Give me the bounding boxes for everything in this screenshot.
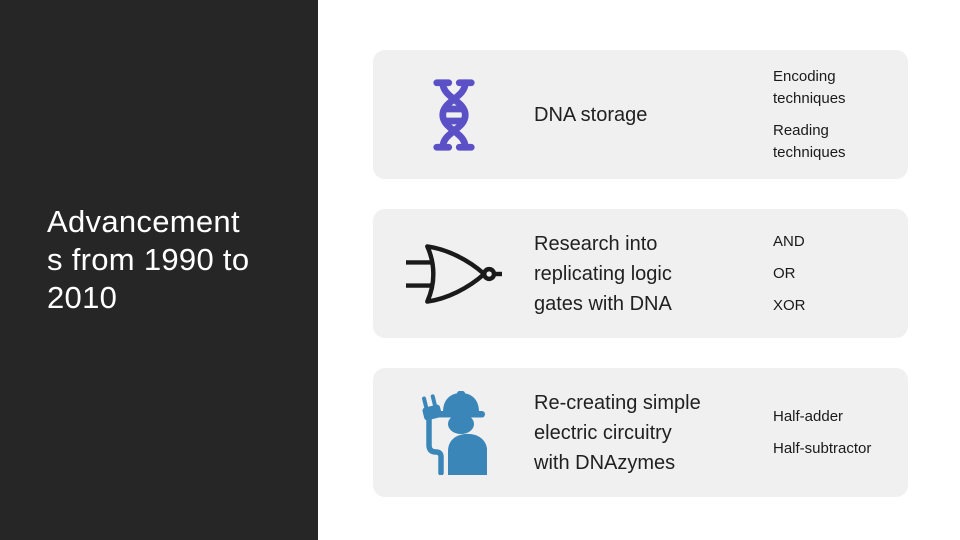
electrician-icon: [373, 390, 534, 475]
logic-gate-icon: [373, 242, 534, 306]
card-tags: Half-adder Half-subtractor: [773, 406, 908, 460]
dna-icon: [373, 76, 534, 154]
tag-item: AND: [773, 232, 805, 250]
card-dna-storage: DNA storage Encoding techniques Reading …: [373, 50, 908, 179]
tag-item: Half-subtractor: [773, 439, 872, 457]
tag-item: XOR: [773, 296, 806, 314]
card-title: Re-creating simple electric circuitry wi…: [534, 391, 701, 474]
card-tags: Encoding techniques Reading techniques: [773, 66, 908, 164]
tag-item: Encoding techniques: [773, 67, 846, 107]
cards-list: DNA storage Encoding techniques Reading …: [373, 50, 908, 497]
sidebar: Advancement s from 1990 to 2010: [0, 0, 318, 540]
card-tags: AND OR XOR: [773, 231, 908, 317]
card-title: DNA storage: [534, 103, 648, 126]
card-title: Research into replicating logic gates wi…: [534, 232, 672, 315]
card-electric-circuitry: Re-creating simple electric circuitry wi…: [373, 368, 908, 497]
slide-title: Advancement s from 1990 to 2010: [47, 204, 250, 315]
card-logic-gates: Research into replicating logic gates wi…: [373, 209, 908, 338]
tag-item: Reading techniques: [773, 121, 846, 161]
tag-item: OR: [773, 264, 796, 282]
tag-item: Half-adder: [773, 407, 844, 425]
